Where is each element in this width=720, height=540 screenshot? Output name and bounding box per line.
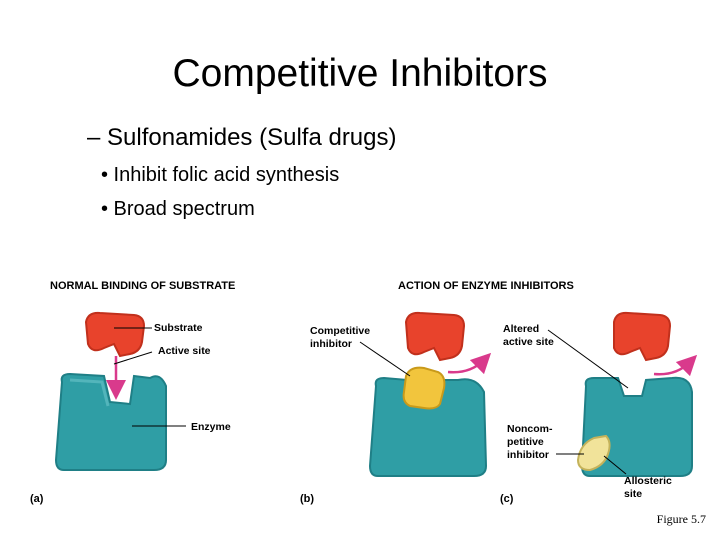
- bullet-folic-acid: • Inhibit folic acid synthesis: [101, 164, 340, 186]
- enzyme-shape-b: [368, 376, 488, 477]
- slide-title: Competitive Inhibitors: [172, 52, 548, 95]
- panel-b: Competitive inhibitor (b): [300, 311, 492, 505]
- substrate-shape-a: [84, 311, 146, 358]
- label-allosteric-line1: Allosteric: [624, 475, 672, 487]
- label-competitive-line2: inhibitor: [310, 338, 352, 350]
- noncompetitive-inhibitor-shape: [576, 434, 611, 472]
- panel-a: Substrate Active site Enzyme (a): [30, 311, 231, 505]
- label-competitive-line1: Competitive: [310, 325, 370, 337]
- enzyme-shape-a: [54, 372, 167, 471]
- panel-c: Altered active site Noncom- petitive inh…: [500, 311, 698, 505]
- heading-normal-binding: NORMAL BINDING OF SUBSTRATE: [50, 280, 235, 292]
- label-noncomp-line2: petitive: [507, 436, 544, 448]
- panel-letter-a: (a): [30, 493, 44, 505]
- label-active-site: Active site: [158, 345, 211, 357]
- label-noncomp-line3: inhibitor: [507, 449, 549, 461]
- label-enzyme: Enzyme: [191, 421, 231, 433]
- label-altered-line1: Altered: [503, 323, 539, 335]
- label-substrate: Substrate: [154, 322, 203, 334]
- bullet-broad-spectrum: • Broad spectrum: [101, 198, 255, 220]
- panel-letter-b: (b): [300, 493, 314, 505]
- label-allosteric-line2: site: [624, 488, 642, 500]
- substrate-shape-b: [404, 311, 466, 362]
- competitive-inhibitor-shape: [402, 366, 446, 410]
- heading-enzyme-inhibitors: ACTION OF ENZYME INHIBITORS: [398, 280, 574, 292]
- label-noncomp-line1: Noncom-: [507, 423, 553, 435]
- label-altered-line2: active site: [503, 336, 554, 348]
- panel-letter-c: (c): [500, 493, 514, 505]
- slide-subtitle: – Sulfonamides (Sulfa drugs): [87, 124, 397, 151]
- substrate-shape-c: [613, 311, 672, 362]
- figure-caption: Figure 5.7: [656, 512, 706, 526]
